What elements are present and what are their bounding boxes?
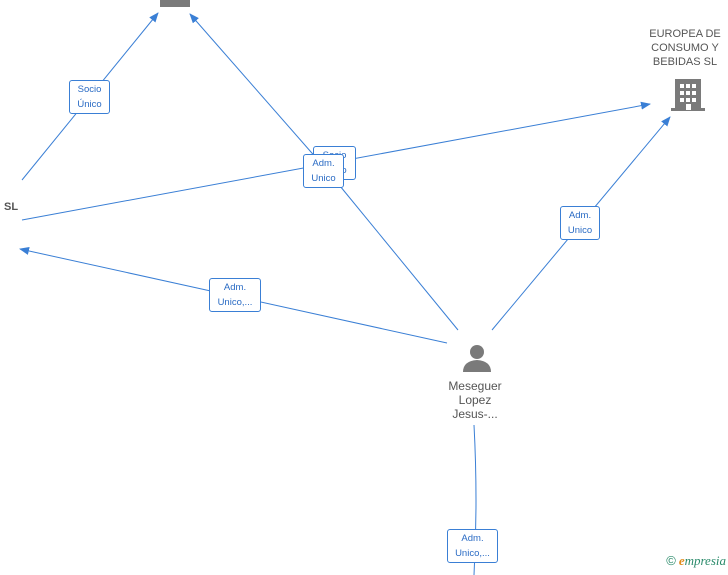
person-icon[interactable]: [463, 345, 491, 372]
copyright-symbol: ©: [666, 553, 676, 568]
edge-badge-adm-unico-bottom[interactable]: Adm. Unico,...: [447, 529, 498, 563]
edge-badge-adm-unico-right[interactable]: Adm. Unico: [560, 206, 600, 240]
edge-person-to-center: [339, 185, 459, 331]
europea-company-label[interactable]: EUROPEA DE CONSUMO Y BEBIDAS SL: [649, 28, 721, 68]
person-label[interactable]: Meseguer Lopez Jesus-...: [448, 379, 502, 421]
building-icon[interactable]: [160, 0, 190, 7]
brand-name: mpresia: [684, 553, 726, 568]
edge-badge-socio-unico-top[interactable]: Socio Único: [69, 80, 110, 114]
edge-badge-adm-unico-center[interactable]: Adm. Unico: [303, 154, 344, 188]
empresia-logo: ©empresia: [666, 553, 726, 569]
building-icon[interactable]: [671, 79, 705, 111]
brand-e-letter: e: [678, 553, 685, 568]
left-company-label[interactable]: SL: [4, 201, 19, 213]
edge-badge-adm-unico-left[interactable]: Adm. Unico,...: [209, 278, 261, 312]
edge-center-to-top: [189, 13, 319, 161]
